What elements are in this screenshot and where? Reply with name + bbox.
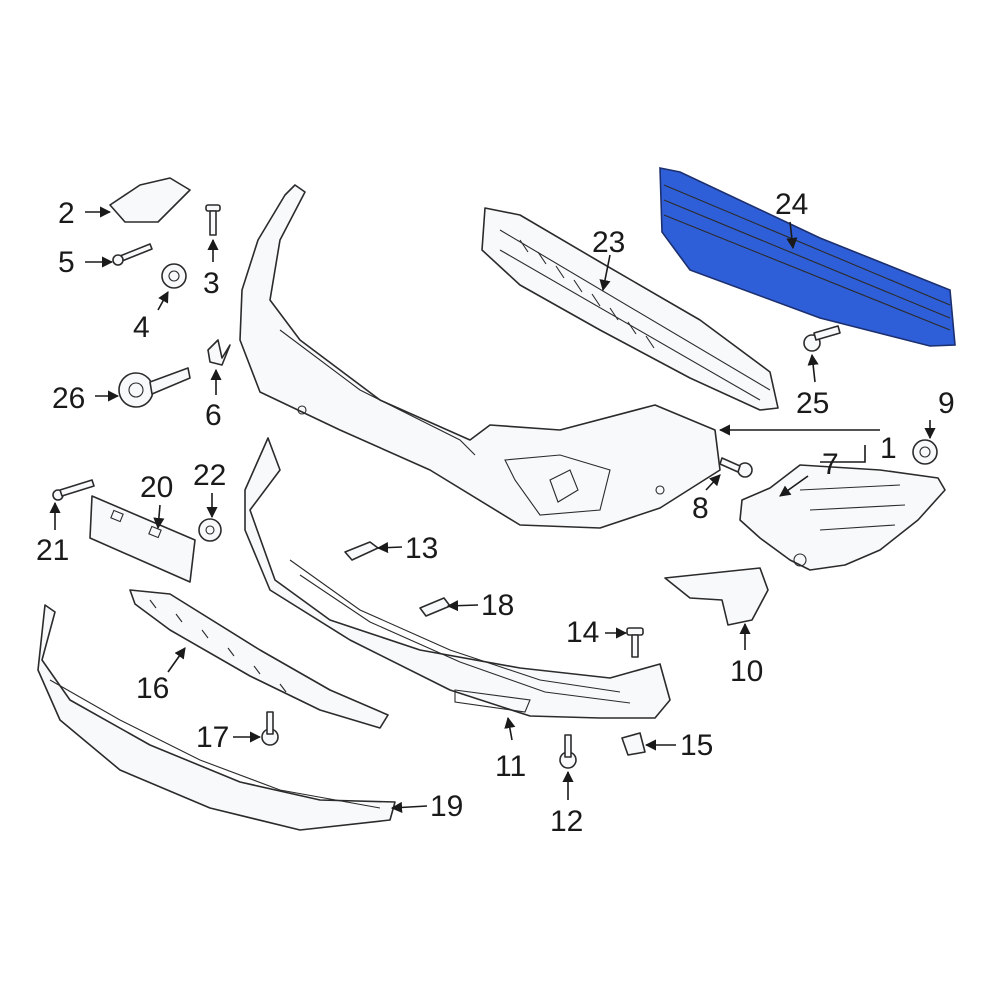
skid-plate-part-16[interactable] — [129, 589, 389, 729]
callout-20: 20 — [140, 471, 173, 504]
callout-5: 5 — [58, 246, 75, 279]
clip-part-6[interactable] — [207, 339, 231, 366]
screw-part-14[interactable] — [626, 627, 644, 658]
callout-11: 11 — [495, 750, 526, 783]
callout-23: 23 — [592, 226, 625, 259]
callout-22: 22 — [193, 459, 226, 492]
callout-1: 1 — [880, 432, 897, 465]
bolt-part-5[interactable] — [112, 243, 153, 266]
callout-25: 25 — [796, 387, 829, 420]
callout-26: 26 — [52, 382, 85, 415]
bumper-cover-part-1[interactable] — [239, 184, 721, 529]
energy-absorber-part-23[interactable] — [481, 207, 779, 411]
callout-4: 4 — [133, 311, 150, 344]
callout-8: 8 — [692, 492, 709, 525]
screw-part-3[interactable] — [205, 204, 221, 236]
clip-part-15[interactable] — [621, 732, 646, 756]
screw-part-17[interactable] — [261, 711, 279, 746]
callout-21: 21 — [36, 534, 69, 567]
tow-eye-part-26[interactable] — [118, 367, 191, 408]
license-bracket-part-20[interactable] — [89, 495, 196, 583]
callout-9: 9 — [938, 387, 955, 420]
fog-lamp-bezel-part-10[interactable] — [664, 567, 769, 626]
clip-part-18[interactable] — [419, 597, 451, 617]
callout-16: 16 — [136, 672, 169, 705]
callout-13: 13 — [405, 532, 438, 565]
callout-7: 7 — [822, 448, 839, 481]
nut-part-22[interactable] — [198, 518, 222, 542]
bracket-part-7[interactable] — [739, 464, 946, 571]
callout-18: 18 — [481, 589, 514, 622]
bracket-part-2[interactable] — [109, 177, 191, 223]
callout-24: 24 — [775, 188, 808, 221]
callout-12: 12 — [550, 805, 583, 838]
callout-labels: 1 2 3 4 5 6 7 8 9 10 11 12 13 14 15 16 1… — [36, 188, 955, 838]
nut-part-9[interactable] — [912, 439, 938, 465]
clip-part-13[interactable] — [344, 541, 379, 561]
callout-14: 14 — [566, 616, 599, 649]
leader-lines — [49, 206, 936, 814]
callout-15: 15 — [680, 729, 713, 762]
reinforcement-beam-part-24[interactable] — [659, 167, 956, 347]
bolt-part-25[interactable] — [803, 325, 841, 352]
screw-part-12[interactable] — [559, 734, 577, 769]
callout-19: 19 — [430, 790, 463, 823]
bolt-part-21[interactable] — [52, 479, 95, 501]
callout-17: 17 — [196, 721, 229, 754]
callout-10: 10 — [730, 655, 763, 688]
lower-bumper-part-11[interactable] — [244, 437, 671, 719]
callout-6: 6 — [205, 399, 222, 432]
callout-2: 2 — [58, 197, 75, 230]
nut-part-4[interactable] — [161, 263, 187, 289]
bolt-part-8[interactable] — [719, 457, 753, 478]
callout-3: 3 — [203, 267, 220, 300]
